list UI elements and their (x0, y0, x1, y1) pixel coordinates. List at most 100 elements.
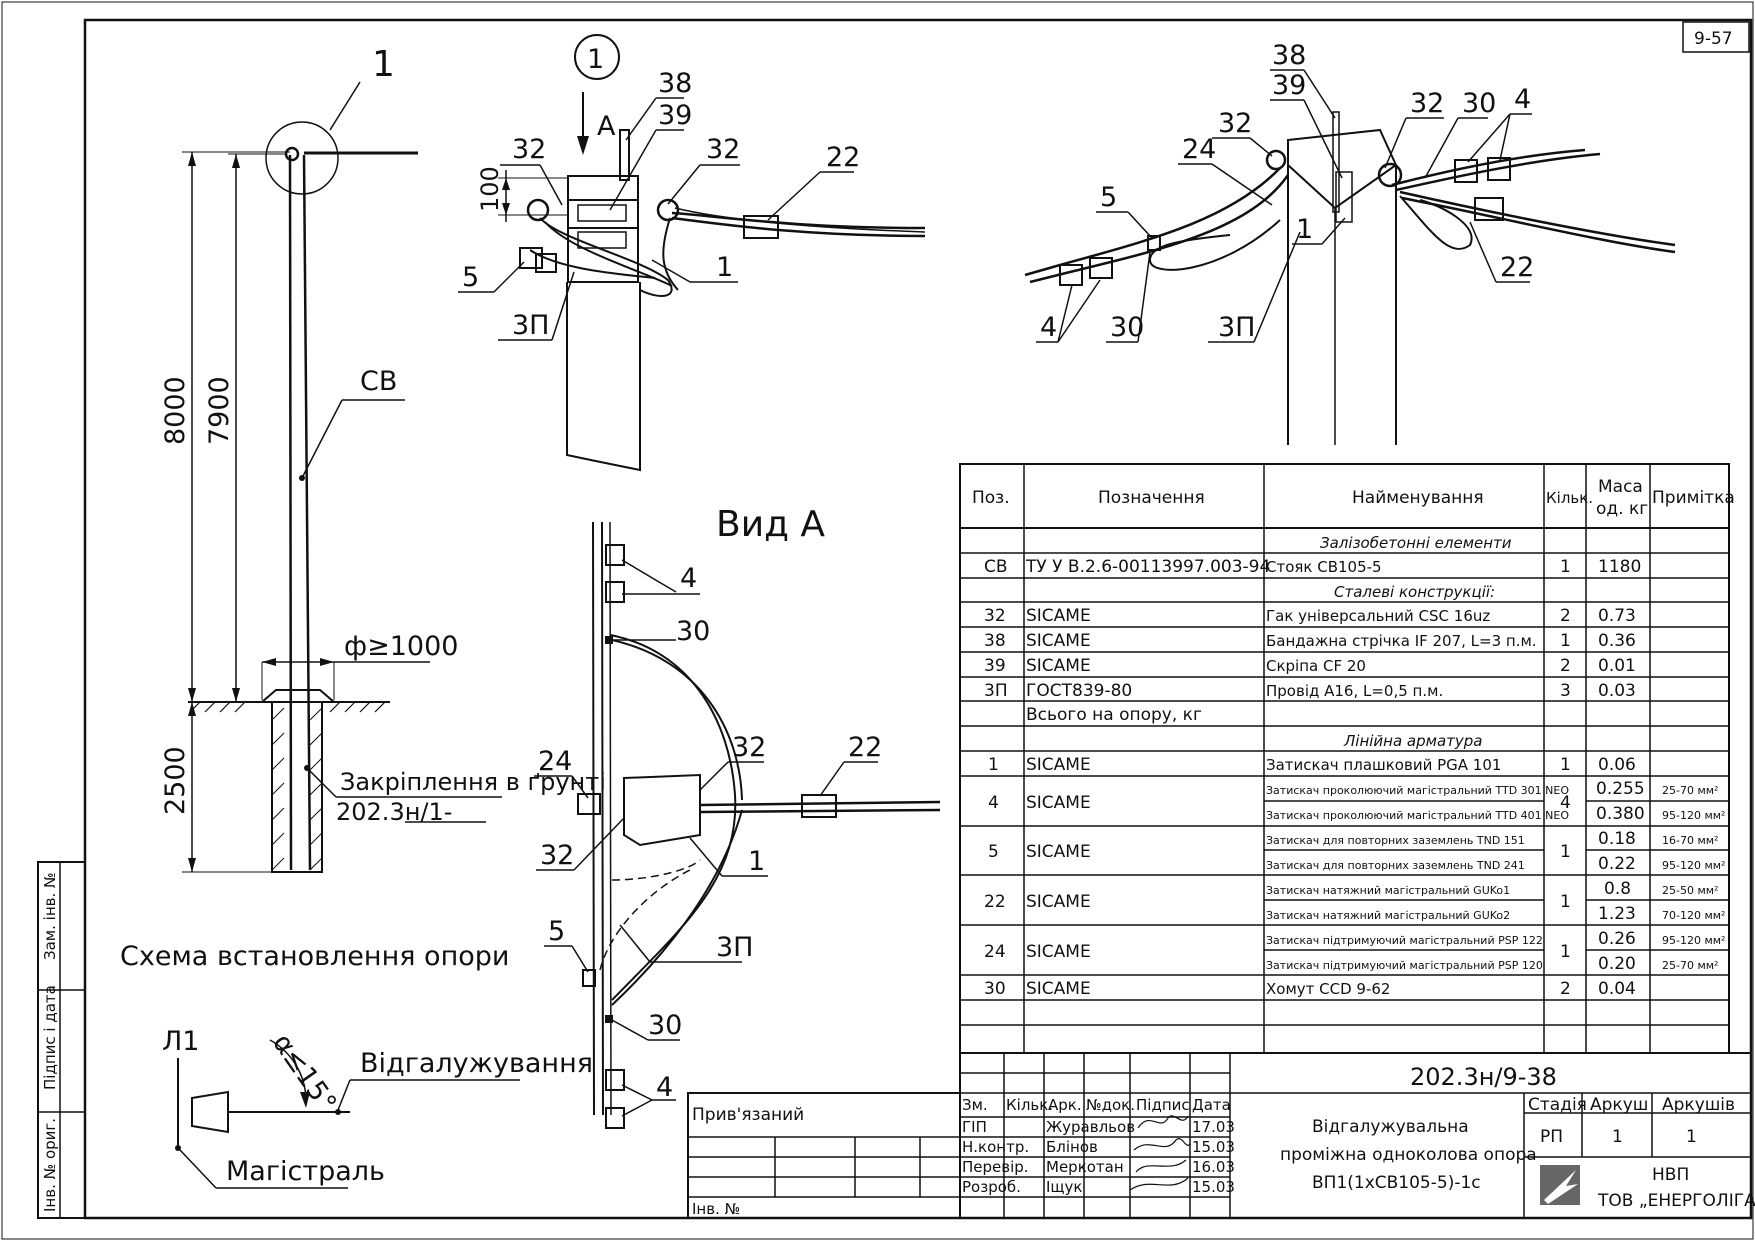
cell-name: Затискач плашковий PGA 101 (1266, 756, 1501, 774)
va-label-30-bottom: 30 (648, 1010, 682, 1041)
d1-label-39: 39 (658, 100, 692, 131)
branch-schema: Л1 α≤15° Відгалужування Магістраль (162, 1026, 593, 1189)
cell-pos: 30 (984, 979, 1006, 999)
dim-2500: 2500 (160, 746, 191, 815)
va-label-22: 22 (848, 732, 882, 763)
th-designation: Позначення (1098, 488, 1205, 508)
d1-label-22: 22 (826, 142, 860, 173)
side-stamp: Зам. інв. № Підпис і дата Інв. № ориг. (37, 861, 86, 1219)
cell-pos: 5 (988, 842, 999, 862)
cell-pos: 3П (984, 681, 1008, 701)
cell-note: 95-120 мм² (1662, 859, 1725, 872)
schema-angle: α≤15° (266, 1028, 342, 1118)
desc-line-2: проміжна одноколова опора (1280, 1145, 1537, 1165)
total-label: Всього на опору, кг (1026, 705, 1202, 725)
tb-col-qty: Кільк. (1006, 1096, 1053, 1114)
table-row: 5 SICAME 1 Затискач для повторних заземл… (988, 829, 1725, 874)
title-block: 202.3н/9-38 Прив'язаний Інв. № Зм. Кільк… (687, 1052, 1755, 1219)
cell-mass: 0.18 (1598, 829, 1636, 849)
va-label-3p: 3П (716, 932, 753, 963)
cell-mass: 0.03 (1598, 681, 1636, 701)
pole-left-edge (288, 154, 293, 871)
tb-col-date: Дата (1192, 1096, 1231, 1114)
cell-qty: 1 (1560, 842, 1571, 862)
cell-pos: 4 (988, 793, 999, 813)
cell-name: Затискач підтримуючий магістральний PSP … (1266, 959, 1543, 972)
cell-des: SICAME (1026, 942, 1091, 962)
cell-des: SICAME (1026, 606, 1091, 626)
tb-name: Іщук (1046, 1178, 1083, 1196)
tb-col-doc: №док. (1086, 1096, 1135, 1114)
cell-des: SICAME (1026, 892, 1091, 912)
sheets-header: Аркушів (1662, 1095, 1735, 1115)
section-rc: Залізобетонні елементи (1320, 534, 1512, 552)
signature-scribbles (1129, 1115, 1191, 1191)
cell-name: Затискач натяжний магістральний GUKo1 (1266, 884, 1510, 897)
cell-mass: 0.22 (1598, 854, 1636, 874)
stamp-signature-date: Підпис і дата (41, 985, 59, 1090)
cell-mass: 0.04 (1598, 979, 1636, 999)
d1-label-38: 38 (658, 68, 692, 99)
table-row: СВ ТУ У В.2.6-00113997.003-94 Стояк СВ10… (984, 557, 1641, 577)
cell-note: 25-70 мм² (1662, 784, 1718, 797)
cell-qty: 2 (1560, 979, 1571, 999)
iso-label-39: 39 (1272, 70, 1306, 101)
cell-note: 16-70 мм² (1662, 834, 1718, 847)
section-steel: Сталеві конструкції: (1334, 583, 1495, 601)
tb-role: Розроб. (962, 1178, 1021, 1196)
cell-des: SICAME (1026, 842, 1091, 862)
pole-installation-view: 1 8000 7900 250 (120, 44, 606, 972)
iso-label-32-right: 32 (1410, 88, 1444, 119)
va-label-30-top: 30 (676, 616, 710, 647)
iso-label-24: 24 (1182, 134, 1216, 165)
cell-qty: 1 (1560, 892, 1571, 912)
iso-label-32-left: 32 (1218, 108, 1252, 139)
tb-person-row: Перевір. Меркотан 16.03 (962, 1158, 1235, 1176)
d1-label-1: 1 (716, 252, 733, 283)
dim-7900: 7900 (204, 376, 235, 445)
dim-100: 100 (476, 166, 504, 212)
cell-name: Гак універсальний CSC 16uz (1266, 607, 1490, 625)
iso-label-1: 1 (1296, 214, 1313, 245)
cell-qty: 1 (1560, 755, 1571, 775)
section-line: Лінійна арматура (1343, 732, 1483, 750)
view-a-pole (623, 773, 701, 847)
scheme-caption: Схема встановлення опори (120, 941, 509, 972)
cell-pos: 39 (984, 656, 1006, 676)
cell-qty: 1 (1560, 557, 1571, 577)
stamp-inv-original: Інв. № ориг. (41, 1118, 59, 1212)
va-label-1: 1 (748, 846, 765, 877)
cell-name: Затискач натяжний магістральний GUKo2 (1266, 909, 1510, 922)
sheet-number: 9-57 (1694, 29, 1733, 49)
callout-1-label: 1 (372, 44, 395, 85)
dim-diameter: ф≥1000 (344, 631, 458, 662)
tb-date: 16.03 (1192, 1158, 1235, 1176)
stage-value: РП (1540, 1127, 1563, 1147)
table-row: 38 SICAME Бандажна стрічка IF 207, L=3 п… (984, 631, 1636, 651)
cell-qty: 1 (1560, 942, 1571, 962)
cell-name: Скріпа CF 20 (1266, 657, 1366, 675)
pole-label: СВ (360, 366, 397, 397)
cell-des: SICAME (1026, 755, 1091, 775)
isometric-view: 38 39 32 32 30 4 24 5 1 22 4 30 (1024, 40, 1676, 445)
va-label-24: 24 (538, 746, 572, 777)
tb-col-zm: Зм. (962, 1096, 988, 1114)
org-line-2: ТОВ „ЕНЕРГОЛІГА" (1597, 1191, 1755, 1211)
cell-qty: 2 (1560, 606, 1571, 626)
d1-label-5: 5 (462, 262, 479, 293)
cell-pos: 38 (984, 631, 1006, 651)
tb-name: Журавльов (1046, 1118, 1135, 1136)
cell-mass: 0.26 (1598, 929, 1636, 949)
view-arrow-label: А (597, 111, 616, 142)
tb-date: 15.03 (1192, 1138, 1235, 1156)
tb-person-row: ГІП Журавльов 17.03 (962, 1118, 1235, 1136)
cell-note: 95-120 мм² (1662, 809, 1725, 822)
drawing-frame (83, 18, 1753, 1220)
tb-col-sign: Підпис (1136, 1096, 1190, 1114)
drawing-code: 202.3н/9-38 (1410, 1063, 1557, 1091)
cell-des: SICAME (1026, 793, 1091, 813)
desc-line-3: ВП1(1хСВ105-5)-1с (1312, 1173, 1481, 1193)
va-label-32-bottom: 32 (540, 840, 574, 871)
schema-l1: Л1 (162, 1026, 199, 1057)
